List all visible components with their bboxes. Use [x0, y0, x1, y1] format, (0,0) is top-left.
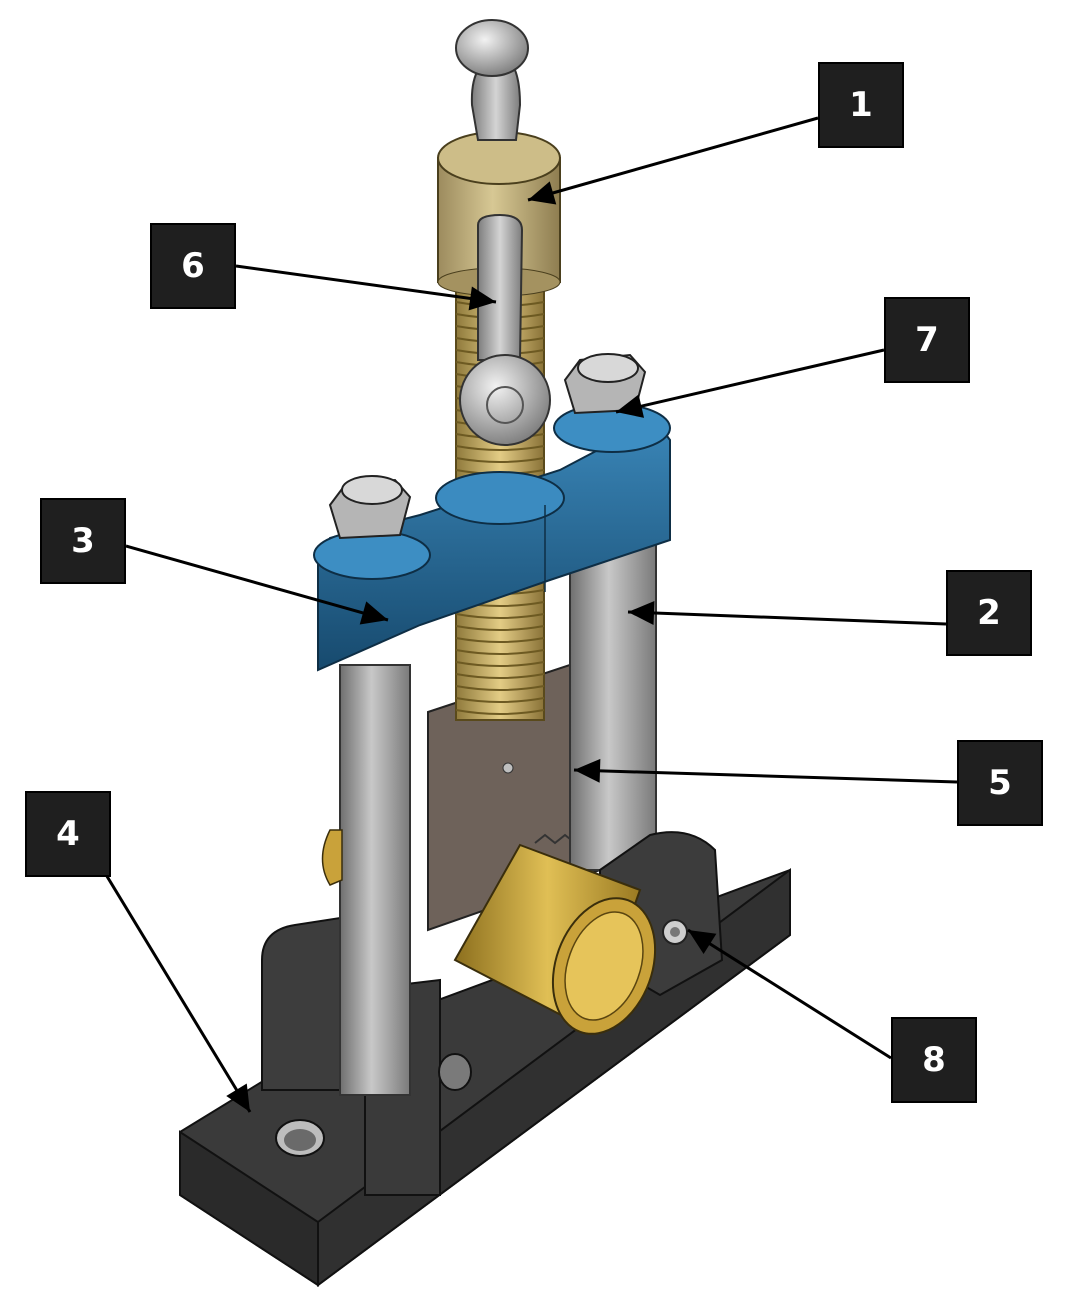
leader-line-2 [627, 610, 947, 626]
callout-2-label: 2 [977, 593, 1001, 633]
callout-1-label: 1 [849, 85, 873, 125]
handle-bar [455, 19, 551, 446]
leader-arrowhead-3 [359, 601, 388, 625]
screw-thread [455, 445, 545, 451]
leader-arrowhead-6 [468, 286, 496, 311]
callout-4: 4 [25, 791, 111, 877]
callout-6: 6 [150, 223, 236, 309]
leader-line-5 [573, 768, 958, 784]
screw-thread [455, 697, 545, 703]
callout-1: 1 [818, 62, 904, 148]
leader-line-4 [103, 872, 252, 1113]
leader-line-1 [527, 116, 819, 202]
callout-8-label: 8 [922, 1040, 946, 1080]
leader-line-7 [615, 348, 885, 414]
leader-lines [103, 116, 958, 1113]
screw-thread [455, 673, 545, 679]
screw-thread [455, 457, 545, 463]
screw-thread [455, 661, 545, 667]
callout-5: 5 [957, 740, 1043, 826]
hex-nuts [328, 353, 647, 540]
callout-3-label: 3 [71, 521, 95, 561]
leader-arrowhead-4 [226, 1083, 250, 1112]
screw-thread [455, 685, 545, 691]
leader-arrowhead-1 [528, 181, 557, 205]
callout-3: 3 [40, 498, 126, 584]
leader-line-3 [125, 544, 389, 622]
callout-2: 2 [946, 570, 1032, 656]
leader-arrowhead-2 [628, 600, 655, 625]
screw-thread [455, 613, 545, 619]
leader-arrowhead-8 [688, 930, 717, 955]
screw-thread [455, 625, 545, 631]
callout-6-label: 6 [181, 246, 205, 286]
guide-columns [339, 529, 657, 1096]
screw-thread [455, 637, 545, 643]
callout-5-label: 5 [988, 763, 1012, 803]
callout-4-label: 4 [56, 814, 80, 854]
callout-7: 7 [884, 297, 970, 383]
brass-roller [321, 829, 657, 1035]
callout-7-label: 7 [915, 320, 939, 360]
callout-8: 8 [891, 1017, 977, 1103]
screw-thread [455, 709, 545, 715]
screw-thread [455, 649, 545, 655]
leader-arrowhead-5 [574, 758, 601, 783]
leader-arrowhead-7 [616, 394, 645, 418]
leader-line-6 [235, 264, 497, 304]
leader-line-8 [687, 928, 892, 1060]
